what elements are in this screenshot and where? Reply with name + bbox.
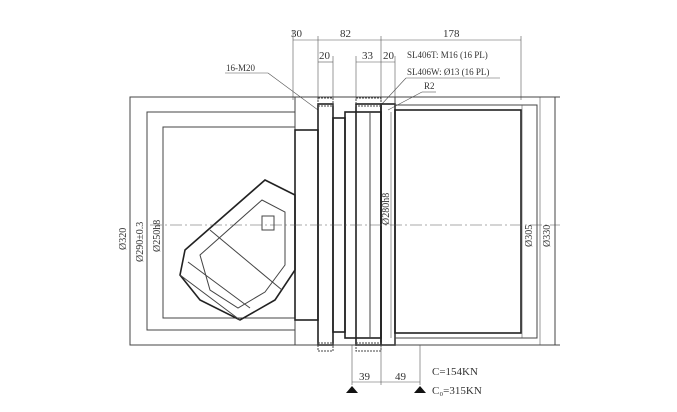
load-rating-dynamic: C=154KN	[432, 366, 478, 378]
dim-320: Ø320	[118, 228, 129, 250]
dim-290: Ø290±0.3	[135, 222, 146, 262]
callout-sl406w: SL406W: Ø13 (16 PL)	[407, 67, 489, 77]
dim-330: Ø330	[542, 225, 553, 247]
top-dimensions: 30 82 178 20 33 20	[291, 28, 522, 100]
dim-305: Ø305	[524, 225, 535, 247]
dim-82: 82	[340, 28, 351, 40]
dim-33: 33	[362, 50, 374, 62]
output-drum	[130, 96, 560, 346]
load-rating-static: C₀=315KN	[432, 385, 482, 397]
callout-r2: R2	[424, 81, 435, 91]
support-triangle-left	[346, 386, 358, 393]
dim-280: Ø280h8	[381, 193, 392, 225]
dim-39: 39	[359, 371, 371, 383]
bottom-dimensions: 39 49 C=154KN C₀=315KN	[346, 345, 482, 397]
dim-250: Ø250h8	[152, 220, 163, 252]
callouts: 16-M20 SL406T: M16 (16 PL) SL406W: Ø13 (…	[225, 50, 500, 111]
dim-20-right: 20	[383, 50, 395, 62]
support-triangle-right	[414, 386, 426, 393]
dim-20-left: 20	[319, 50, 331, 62]
callout-sl406t: SL406T: M16 (16 PL)	[407, 50, 488, 60]
callout-16-m20: 16-M20	[226, 63, 255, 73]
dim-30: 30	[291, 28, 303, 40]
dim-49: 49	[395, 371, 407, 383]
diameter-labels: Ø320 Ø290±0.3 Ø250h8 Ø280h8 Ø305 Ø330	[118, 193, 553, 262]
dim-178: 178	[443, 28, 460, 40]
